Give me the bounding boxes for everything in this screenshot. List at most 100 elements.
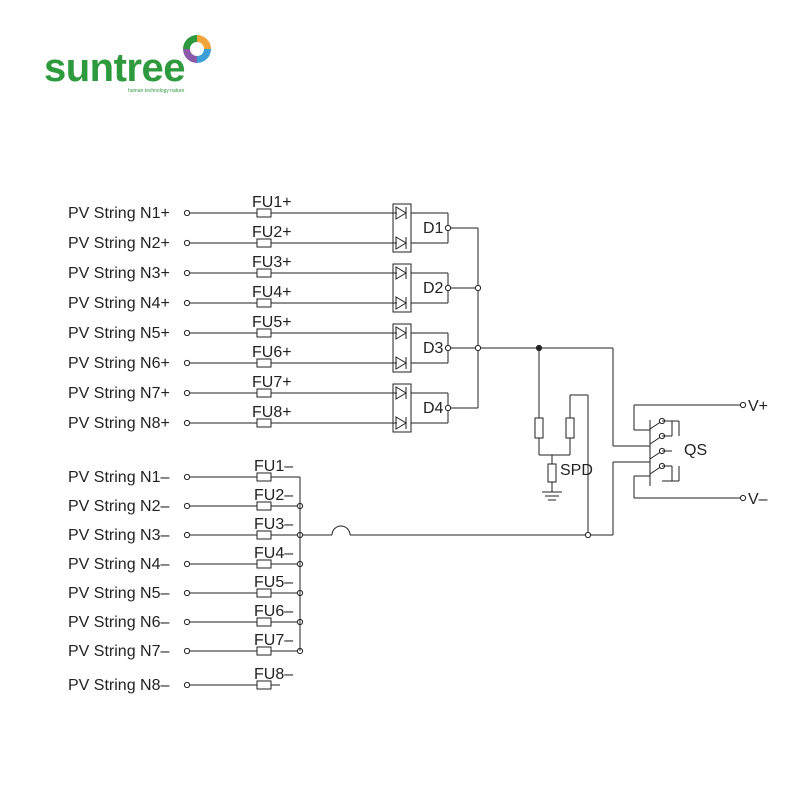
negative-string-label: PV String N8– bbox=[68, 677, 169, 694]
positive-fuse-label: FU6+ bbox=[252, 344, 292, 361]
negative-string-label: PV String N4– bbox=[68, 556, 169, 573]
diode-label: D4 bbox=[423, 400, 444, 417]
diode-pair-box bbox=[392, 203, 412, 253]
input-terminal bbox=[183, 239, 191, 247]
fuse-symbol bbox=[256, 418, 272, 428]
negative-fuse-label: FU3– bbox=[254, 516, 293, 533]
fuse-symbol bbox=[256, 328, 272, 338]
fuse-symbol bbox=[256, 680, 272, 690]
diode-output-node bbox=[444, 224, 452, 232]
fuse-symbol bbox=[256, 646, 272, 656]
positive-string-label: PV String N6+ bbox=[68, 355, 170, 372]
diode-symbol bbox=[395, 296, 407, 310]
input-terminal bbox=[183, 329, 191, 337]
qs-label: QS bbox=[684, 442, 707, 459]
fuse-symbol bbox=[256, 208, 272, 218]
diode-label: D2 bbox=[423, 280, 444, 297]
input-terminal bbox=[183, 209, 191, 217]
output-positive-label: V+ bbox=[748, 398, 768, 415]
negative-string-label: PV String N7– bbox=[68, 643, 169, 660]
diode-symbol bbox=[395, 206, 407, 220]
positive-string-label: PV String N4+ bbox=[68, 295, 170, 312]
positive-fuse-label: FU5+ bbox=[252, 314, 292, 331]
input-terminal bbox=[183, 647, 191, 655]
positive-string-label: PV String N3+ bbox=[68, 265, 170, 282]
positive-fuse-label: FU2+ bbox=[252, 224, 292, 241]
negative-string-group: PV String N1–FU1–PV String N2–FU2–PV Str… bbox=[68, 458, 304, 694]
leaf-ring-icon bbox=[183, 35, 211, 63]
negative-string-label: PV String N2– bbox=[68, 498, 169, 515]
suntree-logo: suntree human technology nature bbox=[40, 32, 220, 102]
diode-symbol bbox=[395, 326, 407, 340]
positive-fuse-label: FU8+ bbox=[252, 404, 292, 421]
diode-output-node bbox=[444, 404, 452, 412]
input-terminal bbox=[183, 419, 191, 427]
fuse-symbol bbox=[256, 588, 272, 598]
diode-label: D1 bbox=[423, 220, 444, 237]
bus-node bbox=[535, 344, 543, 352]
input-terminal bbox=[183, 681, 191, 689]
diode-symbol bbox=[395, 236, 407, 250]
positive-fuse-label: FU1+ bbox=[252, 194, 292, 211]
fuse-symbol bbox=[256, 358, 272, 368]
output-negative-label: V– bbox=[748, 491, 768, 508]
positive-string-group: PV String N1+ FU1+ PV String N2+ FU2+ PV Str… bbox=[68, 194, 478, 433]
fuse-symbol bbox=[256, 388, 272, 398]
negative-fuse-label: FU7– bbox=[254, 632, 293, 649]
input-terminal bbox=[183, 618, 191, 626]
diode-symbol bbox=[395, 416, 407, 430]
input-terminal bbox=[183, 560, 191, 568]
bus-node bbox=[474, 344, 482, 352]
positive-string-label: PV String N7+ bbox=[68, 385, 170, 402]
negative-string-label: PV String N6– bbox=[68, 614, 169, 631]
diode-pair-box bbox=[392, 263, 412, 313]
negative-fuse-label: FU6– bbox=[254, 603, 293, 620]
spd-element bbox=[565, 417, 575, 439]
fuse-symbol bbox=[256, 501, 272, 511]
diode-symbol bbox=[395, 386, 407, 400]
spd-element bbox=[534, 417, 544, 439]
spd-element bbox=[547, 463, 557, 483]
bus-node bbox=[474, 284, 482, 292]
input-terminal bbox=[183, 389, 191, 397]
output-terminal bbox=[739, 494, 747, 502]
fuse-symbol bbox=[256, 268, 272, 278]
diode-output-node bbox=[444, 284, 452, 292]
negative-fuse-label: FU5– bbox=[254, 574, 293, 591]
positive-string-label: PV String N5+ bbox=[68, 325, 170, 342]
diode-output-node bbox=[444, 344, 452, 352]
diode-pair-box bbox=[392, 323, 412, 373]
diode-symbol bbox=[395, 266, 407, 280]
bus-node bbox=[584, 531, 592, 539]
diode-label: D3 bbox=[423, 340, 444, 357]
bus-and-protection-group: SPD QS V+ V– bbox=[303, 228, 768, 539]
input-terminal bbox=[183, 502, 191, 510]
spd-label: SPD bbox=[560, 462, 593, 479]
fuse-symbol bbox=[256, 472, 272, 482]
negative-string-label: PV String N3– bbox=[68, 527, 169, 544]
wire-crossover bbox=[331, 525, 351, 536]
fuse-symbol bbox=[256, 559, 272, 569]
input-terminal bbox=[183, 299, 191, 307]
fuse-symbol bbox=[256, 238, 272, 248]
logo-tagline: human technology nature bbox=[128, 88, 185, 94]
logo-wordmark: suntree bbox=[44, 46, 186, 90]
fuse-symbol bbox=[256, 530, 272, 540]
fuse-symbol bbox=[256, 617, 272, 627]
positive-fuse-label: FU4+ bbox=[252, 284, 292, 301]
negative-fuse-label: FU8– bbox=[254, 666, 293, 683]
input-terminal bbox=[183, 359, 191, 367]
fuse-symbol bbox=[256, 298, 272, 308]
positive-fuse-label: FU3+ bbox=[252, 254, 292, 271]
positive-string-label: PV String N2+ bbox=[68, 235, 170, 252]
input-terminal bbox=[183, 589, 191, 597]
positive-string-label: PV String N8+ bbox=[68, 415, 170, 432]
positive-fuse-label: FU7+ bbox=[252, 374, 292, 391]
negative-string-label: PV String N5– bbox=[68, 585, 169, 602]
positive-string-label: PV String N1+ bbox=[68, 205, 170, 222]
negative-fuse-label: FU1– bbox=[254, 458, 293, 475]
negative-string-label: PV String N1– bbox=[68, 469, 169, 486]
input-terminal bbox=[183, 531, 191, 539]
input-terminal bbox=[183, 269, 191, 277]
